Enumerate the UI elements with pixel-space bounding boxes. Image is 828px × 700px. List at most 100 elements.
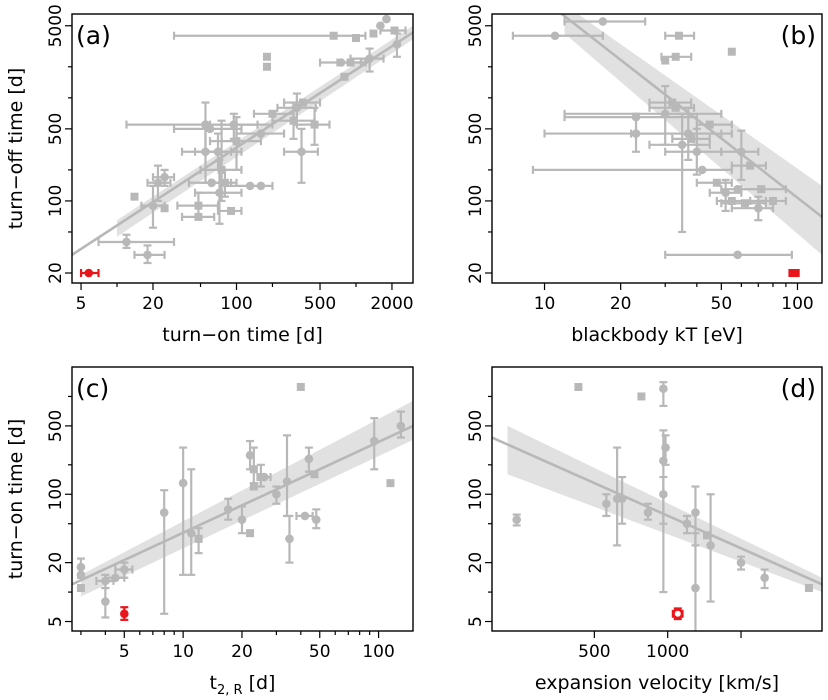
circle-marker	[691, 508, 700, 517]
data-point	[256, 472, 272, 482]
circle-marker	[245, 181, 255, 191]
square-marker	[703, 531, 711, 540]
circle-marker	[631, 129, 641, 138]
circle-marker	[282, 477, 292, 486]
x-tick-label: 100	[781, 294, 813, 314]
data-point	[376, 21, 385, 31]
plot-frame	[71, 13, 414, 284]
circle-marker	[692, 147, 702, 157]
square-marker	[194, 212, 203, 221]
data-point	[563, 84, 723, 146]
x-tick-label: 1000	[646, 642, 689, 662]
square-marker	[232, 137, 241, 146]
square-marker	[351, 34, 360, 43]
square-marker	[746, 161, 755, 170]
circle-marker	[721, 188, 730, 198]
x-tick-label: 20	[610, 294, 632, 314]
circle-marker	[382, 14, 391, 24]
circle-marker	[120, 609, 129, 619]
data-point	[531, 165, 733, 175]
circle-marker	[754, 203, 763, 213]
circle-marker	[677, 140, 687, 150]
y-tick-label: 5	[46, 616, 66, 627]
data-point	[511, 31, 604, 41]
circle-marker	[259, 472, 269, 482]
circle-marker	[300, 511, 310, 521]
square-marker	[296, 382, 305, 391]
highlight-point	[788, 269, 800, 278]
x-axis-label: blackbody kT [eV]	[571, 324, 743, 346]
data-point	[160, 204, 169, 213]
data-point	[235, 129, 286, 138]
y-tick-label: 5	[466, 616, 486, 627]
y-tick-label: 500	[466, 410, 486, 442]
data-point	[727, 47, 736, 56]
circle-marker	[733, 184, 742, 194]
data-point	[186, 468, 196, 576]
data-point	[340, 72, 349, 81]
y-tick-label: 500	[466, 113, 486, 145]
data-point	[76, 584, 85, 593]
circle-marker	[148, 201, 158, 210]
x-tick-label: 2000	[370, 294, 413, 314]
square-marker	[249, 482, 258, 491]
data-point	[682, 514, 692, 535]
x-tick-label: 10	[534, 294, 556, 314]
circle-marker	[661, 443, 670, 452]
data-point	[369, 417, 379, 471]
y-tick-label: 5000	[46, 4, 66, 47]
square-marker	[790, 269, 799, 278]
open-circle-marker	[672, 608, 684, 620]
square-marker	[637, 392, 646, 401]
square-marker	[687, 134, 696, 143]
square-marker	[661, 56, 670, 65]
data-point	[664, 31, 696, 40]
circle-marker	[285, 534, 294, 544]
x-axis-label-subscript: 2, R	[217, 683, 243, 698]
data-point	[691, 532, 700, 631]
data-point	[310, 470, 319, 479]
square-marker	[390, 26, 399, 35]
data-point	[101, 586, 110, 619]
circle-marker	[659, 384, 668, 394]
data-point	[172, 124, 243, 134]
square-marker	[310, 470, 319, 479]
circle-marker	[143, 250, 152, 260]
square-marker	[263, 52, 272, 61]
circle-marker	[178, 478, 188, 488]
data-point	[146, 164, 172, 203]
circle-marker	[736, 558, 746, 567]
data-point	[379, 26, 407, 35]
data-point	[295, 106, 331, 146]
data-point	[740, 185, 788, 194]
square-marker	[369, 29, 378, 38]
confidence-band	[80, 400, 413, 597]
data-point	[304, 446, 314, 473]
circle-marker	[120, 565, 129, 574]
data-point	[223, 497, 233, 521]
square-marker	[194, 201, 203, 210]
data-point	[706, 493, 715, 603]
y-axis-label: turn−on time [d]	[5, 419, 27, 580]
data-point	[282, 434, 292, 518]
data-point	[760, 568, 769, 590]
circle-marker	[297, 147, 306, 157]
circle-marker	[159, 508, 169, 517]
fit-line	[492, 436, 822, 586]
y-tick-label: 20	[466, 262, 486, 284]
data-point	[730, 195, 775, 222]
data-point	[180, 212, 216, 221]
circle-marker	[706, 541, 715, 550]
y-tick-label: 20	[46, 552, 66, 574]
data-point	[282, 127, 319, 184]
square-marker	[289, 116, 298, 125]
x-tick-label: 500	[304, 294, 336, 314]
circle-marker	[153, 178, 163, 188]
data-point	[114, 561, 134, 579]
x-axis-label: expansion velocity [km/s]	[535, 672, 779, 694]
y-tick-label: 5000	[466, 4, 486, 47]
data-point	[245, 439, 255, 471]
